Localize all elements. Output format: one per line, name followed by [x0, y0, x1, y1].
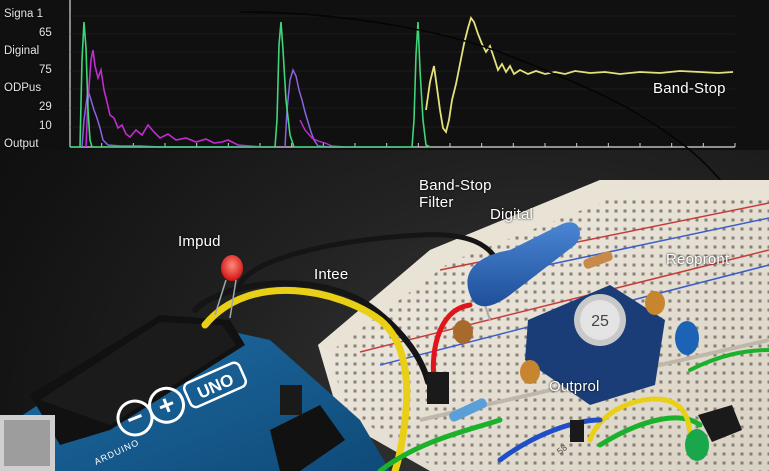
- scope-y-label-10: 10: [39, 120, 52, 132]
- annotation-digital: Digital: [490, 206, 534, 223]
- scope-y-label-diginal: Diginal: [4, 45, 40, 57]
- ceramic-capacitor-1: [453, 320, 473, 344]
- connector-block: [427, 372, 449, 404]
- pin-header: [570, 420, 584, 442]
- black-wire: [192, 280, 431, 385]
- scope-background: [0, 0, 769, 150]
- scope-y-label-29: 29: [39, 101, 52, 113]
- annotation-impud: Impud: [178, 233, 221, 250]
- annotation-intee: Intee: [314, 266, 349, 283]
- board-pin-label: 58: [555, 442, 569, 456]
- scope-y-label-output: Output: [4, 138, 39, 150]
- scope-y-label-65: 65: [39, 27, 52, 39]
- scope-y-label-odpus: ODPus: [4, 82, 42, 94]
- scope-y-label-75: 75: [39, 64, 52, 76]
- microcontroller-chip: [270, 405, 345, 471]
- blue-wire: [497, 417, 603, 463]
- resistor-2: [449, 398, 487, 422]
- yellow-wire-2: [587, 396, 693, 443]
- annotation-outprol: Outprol: [549, 378, 600, 395]
- header-pins: [280, 385, 302, 415]
- red-led: [214, 255, 243, 319]
- yellow-wire: [201, 286, 411, 471]
- black-wire-top: [237, 232, 503, 288]
- scope-trace-label: Band-Stop: [653, 80, 726, 97]
- scope-y-label-signal: Signa 1: [4, 8, 44, 20]
- ceramic-capacitor-2: [520, 360, 540, 384]
- sensor-code-text: 25: [591, 313, 609, 330]
- arduino-board: UNO ARDUINO: [0, 315, 390, 471]
- green-wire-3: [688, 348, 769, 372]
- green-wire-2: [597, 415, 703, 448]
- green-wire-1: [377, 417, 503, 471]
- trace-magenta: [85, 49, 275, 148]
- annotation-reopront: Reopront: [666, 251, 730, 268]
- ceramic-capacitor-3: [645, 291, 665, 315]
- blue-capacitor-large: [467, 222, 580, 321]
- blue-capacitor-small: [675, 321, 699, 355]
- resistor-1: [583, 251, 613, 269]
- sensor-module: 25: [525, 285, 665, 405]
- wires: [192, 232, 769, 471]
- components: 25 58: [214, 222, 742, 461]
- voltage-regulator: [685, 405, 742, 461]
- trace-violet-2: [284, 67, 345, 148]
- trace-yellow: [425, 16, 734, 135]
- annotation-band-stop-filter: Band-Stop Filter: [419, 177, 492, 211]
